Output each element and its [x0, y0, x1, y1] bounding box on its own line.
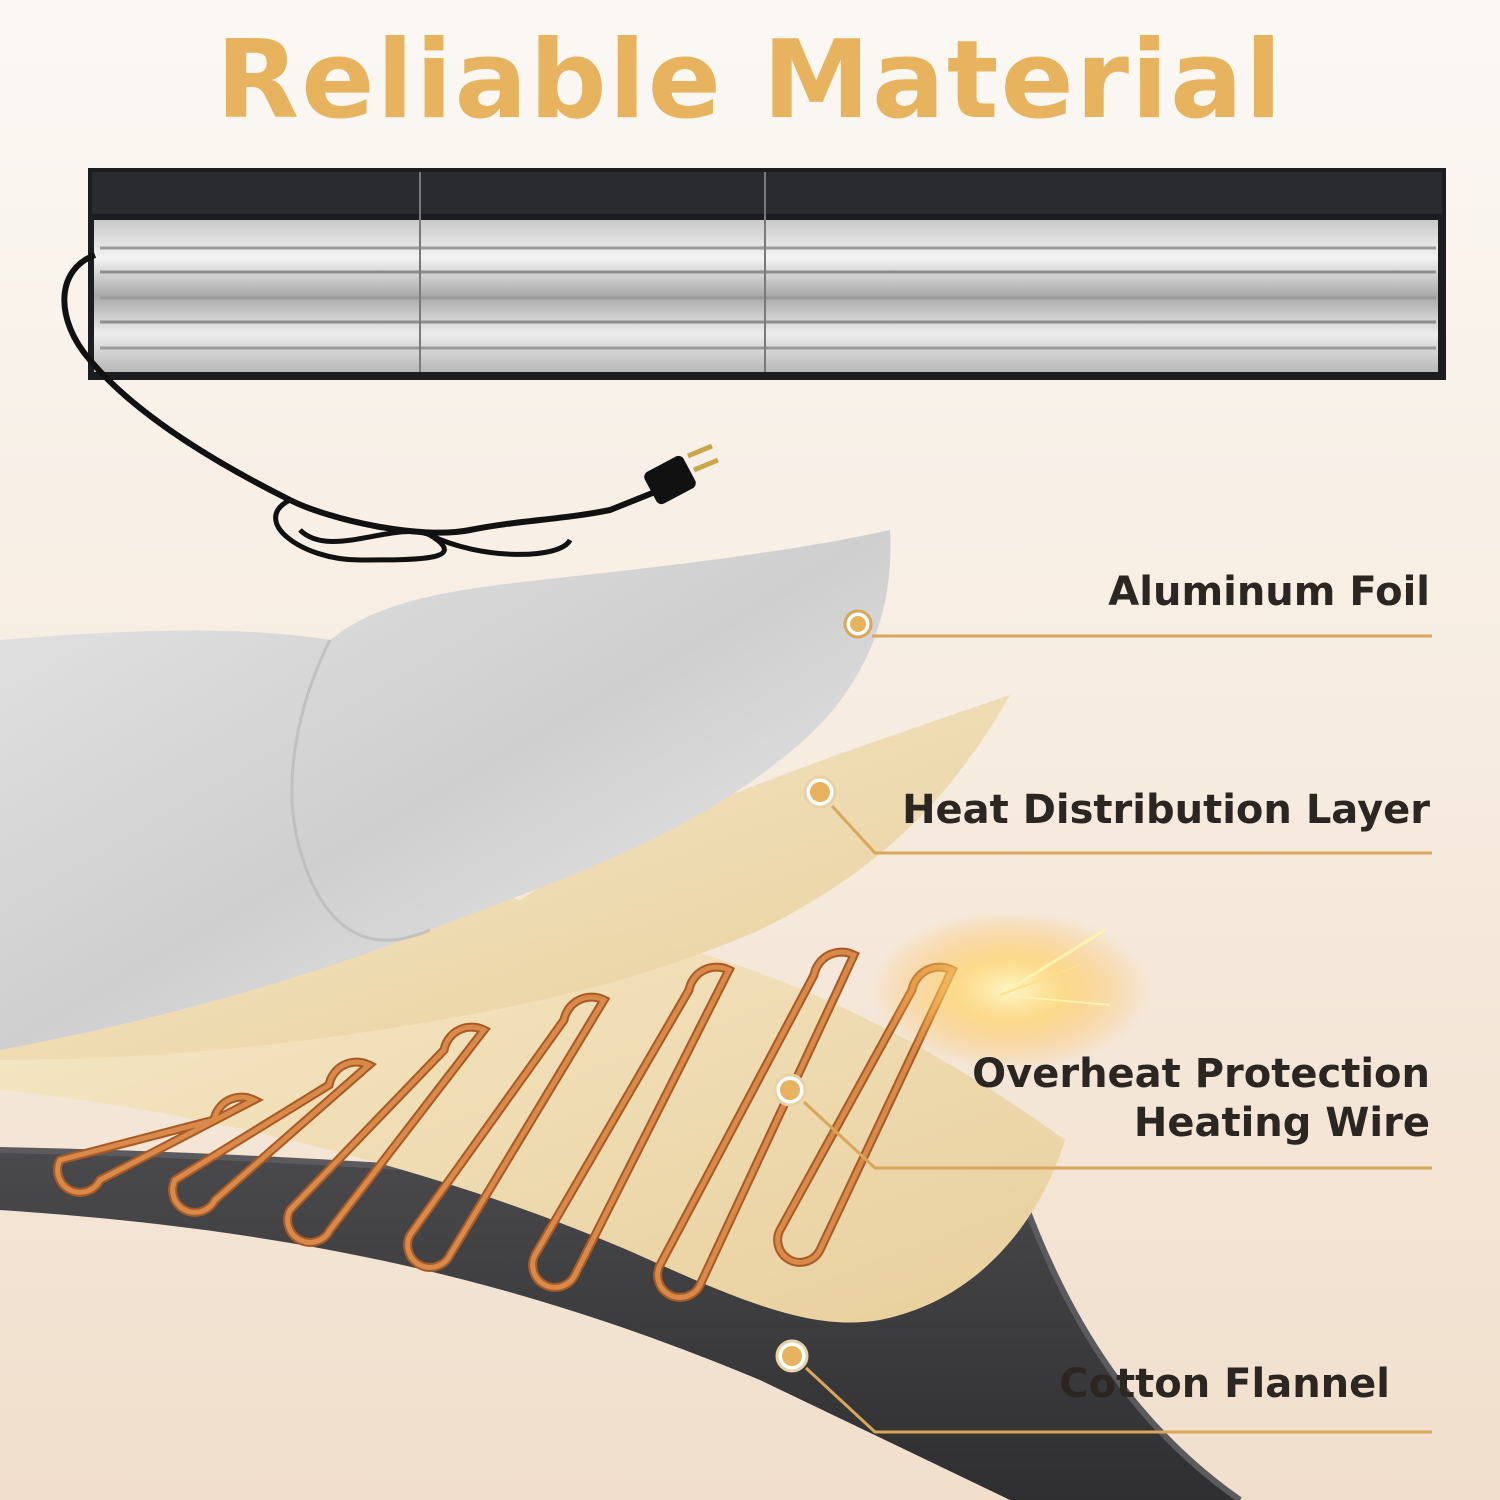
label-cotton-flannel: Cotton Flannel: [1059, 1361, 1390, 1407]
callout-heating-wire: [773, 1073, 1432, 1170]
heat-mat-product: [88, 168, 1446, 380]
callout-heat-distribution: [803, 775, 1432, 855]
label-heat-distribution-layer: Heat Distribution Layer: [902, 787, 1430, 833]
label-aluminum-foil: Aluminum Foil: [1108, 569, 1430, 615]
heat-glow: [870, 910, 1150, 1070]
heating-wire-loop: [530, 964, 733, 1290]
aluminum-foil-sheet: [0, 530, 891, 1050]
callout-aluminum-foil: [843, 609, 1432, 639]
label-heating-wire: Overheat Protection Heating Wire: [972, 1050, 1430, 1148]
label-heating-wire-line1: Overheat Protection: [972, 1051, 1430, 1097]
callout-cotton-flannel: [775, 1339, 1432, 1434]
label-heating-wire-line2: Heating Wire: [1133, 1099, 1430, 1146]
heating-wire-loop: [285, 1024, 488, 1245]
heating-wire-loop: [55, 1094, 260, 1195]
heating-wire-loop: [405, 994, 608, 1270]
heating-wire-coil: [53, 947, 958, 1302]
heating-wire-loop: [655, 949, 858, 1300]
power-cord: [61, 252, 719, 563]
page-title: Reliable Material: [216, 18, 1284, 143]
heating-wire-loop: [170, 1059, 374, 1215]
